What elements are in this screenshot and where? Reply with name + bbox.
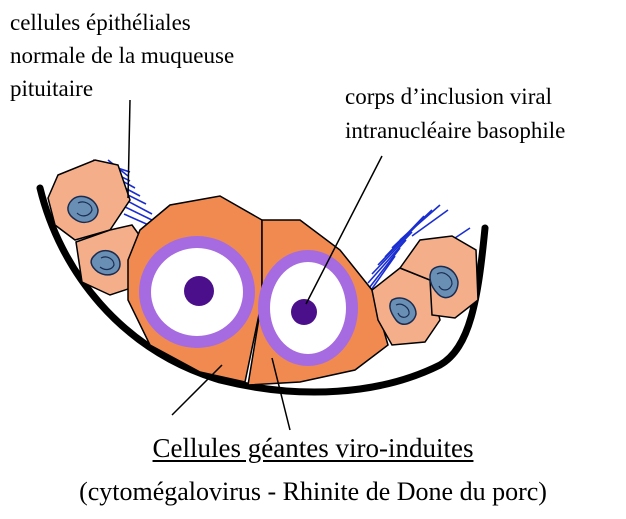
label-epithelial-cells: cellules épithéliales normale de la muqu… — [10, 6, 234, 105]
label-inclusion-body: corps d’inclusion viral intranucléaire b… — [345, 80, 565, 148]
inclusion-body — [291, 299, 317, 325]
giant-cell-right — [248, 220, 388, 385]
inclusion-body — [184, 276, 214, 306]
label-line: intranucléaire basophile — [345, 114, 565, 148]
giant-cell-left — [128, 196, 262, 382]
label-line: cellules épithéliales — [10, 6, 234, 39]
label-line: normale de la muqueuse — [10, 39, 234, 72]
caption-title: Cellules géantes viro-induites — [0, 432, 626, 464]
label-line: pituitaire — [10, 72, 234, 105]
caption-subtitle: (cytomégalovirus - Rhinite de Done du po… — [0, 476, 626, 508]
label-line: corps d’inclusion viral — [345, 80, 565, 114]
pointer-epithelial — [128, 100, 130, 198]
